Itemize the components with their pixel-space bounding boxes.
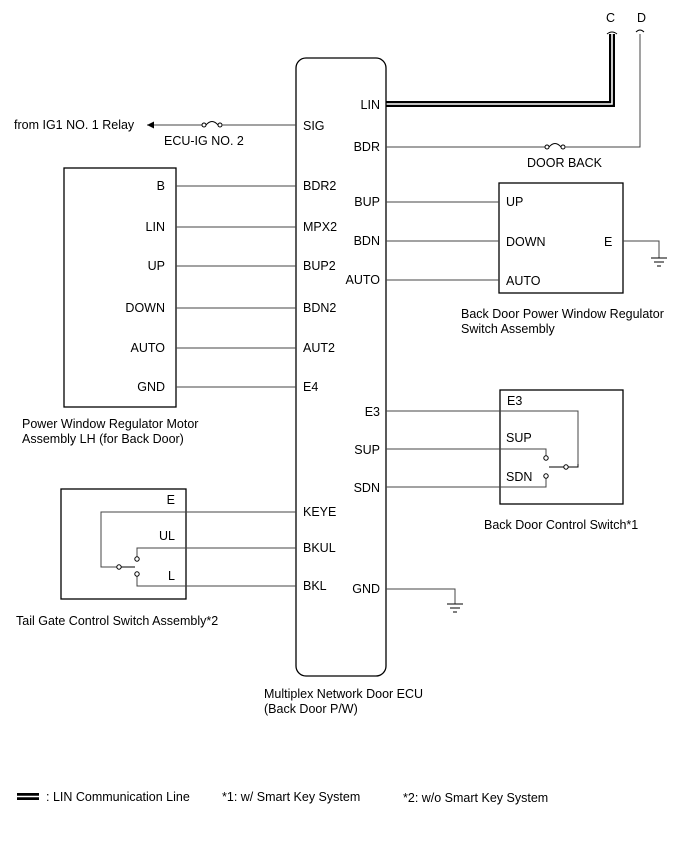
ecu-pin-keye: KEYE bbox=[303, 505, 336, 519]
motor-pin-up: UP bbox=[148, 259, 165, 273]
lin-communication-line bbox=[386, 34, 615, 107]
tail-gate-wires bbox=[100, 511, 296, 587]
ig1-relay-source: from IG1 NO. 1 Relay bbox=[14, 118, 135, 132]
ecu-pin-e4: E4 bbox=[303, 380, 318, 394]
pw-switch-pin-e: E bbox=[604, 235, 612, 249]
pw-switch-pin-auto: AUTO bbox=[506, 274, 541, 288]
connector-d-break bbox=[635, 29, 645, 33]
switch-contact-icon bbox=[543, 455, 579, 479]
sig-feed-wire bbox=[147, 121, 296, 129]
ground-icon bbox=[447, 603, 463, 613]
tail-gate-pin-e: E bbox=[167, 493, 175, 507]
ecu-pin-mpx2: MPX2 bbox=[303, 220, 337, 234]
ecu-pin-e3: E3 bbox=[365, 405, 380, 419]
motor-pin-b: B bbox=[157, 179, 165, 193]
pw-switch-pin-down: DOWN bbox=[506, 235, 546, 249]
legend-note2: *2: w/o Smart Key System bbox=[403, 791, 548, 805]
tail-gate-switch-name: Tail Gate Control Switch Assembly*2 bbox=[16, 614, 218, 628]
motor-pin-auto: AUTO bbox=[131, 341, 166, 355]
motor-assembly-box bbox=[63, 167, 177, 408]
tail-gate-pin-l: L bbox=[168, 569, 175, 583]
ecu-name-line2: (Back Door P/W) bbox=[264, 702, 358, 716]
connector-c-break bbox=[606, 31, 618, 35]
control-switch-name: Back Door Control Switch*1 bbox=[484, 518, 638, 532]
motor-assembly-name-line1: Power Window Regulator Motor bbox=[22, 417, 198, 431]
ecu-pin-auto: AUTO bbox=[346, 273, 381, 287]
legend-lin-line-icon bbox=[17, 793, 39, 800]
tail-gate-pin-ul: UL bbox=[159, 529, 175, 543]
bdr-feed-wire bbox=[386, 34, 641, 150]
pw-switch-pin-up: UP bbox=[506, 195, 523, 209]
ecu-pin-lin: LIN bbox=[361, 98, 380, 112]
control-switch-box bbox=[499, 389, 624, 505]
ecu-pin-bdn2: BDN2 bbox=[303, 301, 336, 315]
ecu-pin-bdr: BDR bbox=[354, 140, 380, 154]
control-switch-pin-sdn: SDN bbox=[506, 470, 532, 484]
motor-pin-down: DOWN bbox=[125, 301, 165, 315]
tail-gate-switch-box bbox=[60, 488, 187, 600]
fuse-ecu-ig-label: ECU-IG NO. 2 bbox=[164, 134, 244, 148]
ecu-pin-sdn: SDN bbox=[354, 481, 380, 495]
ecu-pin-bup2: BUP2 bbox=[303, 259, 336, 273]
motor-to-ecu-wires bbox=[176, 185, 296, 388]
connector-d-label: D bbox=[637, 11, 646, 25]
legend-note1: *1: w/ Smart Key System bbox=[222, 790, 360, 804]
ground-icon bbox=[651, 257, 667, 267]
ecu-name-line1: Multiplex Network Door ECU bbox=[264, 687, 423, 701]
control-switch-pin-sup: SUP bbox=[506, 431, 532, 445]
fuse-door-back-label: DOOR BACK bbox=[527, 156, 603, 170]
ecu-pin-aut2: AUT2 bbox=[303, 341, 335, 355]
ecu-pin-bup: BUP bbox=[354, 195, 380, 209]
legend-lin-line: : LIN Communication Line bbox=[46, 790, 190, 804]
ecu-pin-bdr2: BDR2 bbox=[303, 179, 336, 193]
motor-assembly-name-line2: Assembly LH (for Back Door) bbox=[22, 432, 184, 446]
ecu-pin-sig: SIG bbox=[303, 119, 325, 133]
pw-switch-box bbox=[498, 182, 624, 294]
pw-switch-name-line2: Switch Assembly bbox=[461, 322, 556, 336]
pw-switch-name-line1: Back Door Power Window Regulator bbox=[461, 307, 664, 321]
tail-gate-switch-contact-icon bbox=[116, 556, 140, 577]
ecu-pin-bkul: BKUL bbox=[303, 541, 336, 555]
motor-pin-lin: LIN bbox=[146, 220, 165, 234]
ecu-pin-sup: SUP bbox=[354, 443, 380, 457]
connector-c-label: C bbox=[606, 11, 615, 25]
motor-pin-gnd: GND bbox=[137, 380, 165, 394]
control-switch-pin-e3: E3 bbox=[507, 394, 522, 408]
control-switch-wires bbox=[386, 410, 579, 488]
ecu-box bbox=[295, 57, 387, 677]
pw-switch-wires bbox=[386, 201, 660, 281]
ecu-pin-bdn: BDN bbox=[354, 234, 380, 248]
ecu-pin-bkl: BKL bbox=[303, 579, 327, 593]
ecu-pin-gnd: GND bbox=[352, 582, 380, 596]
ecu-gnd-wire bbox=[386, 588, 456, 604]
